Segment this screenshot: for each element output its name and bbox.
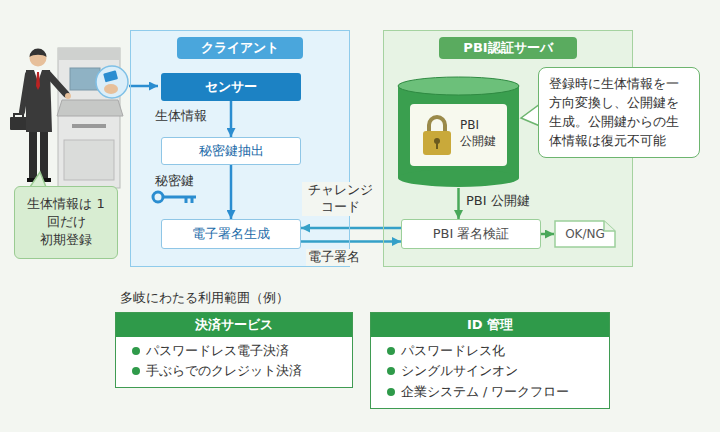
flow-arrow	[301, 227, 401, 230]
flow-arrow	[541, 233, 554, 236]
node-label: 電子署名生成	[192, 225, 270, 243]
result-document: OK/NG	[554, 220, 616, 248]
process-box: 電子署名生成	[161, 219, 301, 249]
cylinder-shape	[396, 76, 521, 188]
panel-heading: クライアント	[177, 37, 303, 59]
node-label: PBI 署名検証	[433, 225, 510, 243]
edge-label: チャレンジ コード	[302, 182, 378, 216]
list-heading: 決済サービス	[116, 313, 352, 337]
callout-tail	[30, 172, 46, 187]
node-label: PBI 公開鍵	[460, 118, 506, 149]
edge-label-box: 電子署名	[306, 246, 362, 266]
atm-machine	[72, 124, 106, 128]
lock-icon	[423, 117, 451, 155]
document-shape	[555, 221, 615, 247]
flow-arrow	[457, 188, 460, 219]
node-label: OK/NG	[565, 227, 605, 241]
hand-card-icon	[96, 66, 158, 98]
server-panel: PBI認証サーバPBI 公開鍵登録時に生体情報を一方向変換し、公開鍵を生成。公開…	[383, 30, 633, 267]
list-item: 企業システム / ワークフロー	[371, 382, 609, 403]
atm-machine	[64, 140, 114, 180]
panel-heading: PBI認証サーバ	[439, 37, 576, 59]
flow-arrow	[230, 165, 233, 219]
edge-label: 秘密鍵	[153, 173, 196, 190]
document-fold	[604, 221, 615, 231]
hand-card-icon	[129, 85, 158, 88]
person-figure	[48, 74, 66, 94]
database-cylinder: PBI 公開鍵	[396, 76, 521, 188]
edge-label-box: チャレンジ コード	[302, 182, 378, 216]
flow-arrow	[230, 101, 233, 137]
hand-card-icon	[104, 84, 118, 94]
node-label: 生体情報は 1 回だけ 初期登録	[25, 195, 107, 250]
usage-panel: ID 管理パスワードレス化シングルサインオン企業システム / ワークフロー	[370, 312, 610, 409]
note-callout: 生体情報は 1 回だけ 初期登録	[14, 186, 118, 259]
person-figure	[10, 117, 27, 130]
person-figure	[65, 93, 71, 99]
edge-label-box: 生体情報	[153, 105, 209, 125]
hand-card-icon	[96, 66, 128, 98]
person-figure	[30, 50, 47, 67]
person-figure	[22, 74, 28, 112]
edge-label-box: 秘密鍵	[153, 170, 196, 190]
cylinder-shape	[398, 77, 519, 187]
edge-label: 電子署名	[306, 249, 362, 266]
person-figure	[29, 128, 37, 180]
process-box: PBI 署名検証	[401, 219, 541, 249]
sensor-box: センサー	[161, 73, 301, 101]
node-label: 登録時に生体情報を一方向変換し、公開鍵を生成。公開鍵からの生体情報は復元不可能	[549, 75, 689, 150]
edge-label-box: PBI 公開鍵	[464, 190, 532, 210]
atm-machine	[70, 68, 100, 90]
key-icon	[153, 192, 196, 203]
person-figure	[10, 49, 71, 183]
atm-machine	[57, 100, 123, 116]
section-label: 多岐にわたる利用範囲（例）	[118, 290, 291, 307]
note-bubble: 登録時に生体情報を一方向変換し、公開鍵を生成。公開鍵からの生体情報は復元不可能	[538, 67, 700, 158]
usage-panel: 決済サービスパスワードレス電子決済手ぶらでのクレジット決済	[115, 312, 353, 388]
flow-arrow	[301, 240, 401, 243]
list-heading: ID 管理	[371, 313, 609, 337]
key-icon	[153, 192, 163, 202]
edge-label: PBI 公開鍵	[464, 193, 532, 210]
process-box: 秘密鍵抽出	[161, 137, 301, 165]
hand-card-icon	[103, 70, 118, 82]
client-panel: クライアントセンサー秘密鍵抽出電子署名生成	[130, 30, 350, 267]
panel-fill	[130, 30, 350, 267]
node-label: センサー	[205, 78, 257, 96]
person-figure	[36, 72, 40, 90]
person-figure	[40, 128, 48, 180]
list-item: 手ぶらでのクレジット決済	[116, 361, 352, 382]
key-icon	[163, 197, 196, 203]
list-item: パスワードレス電子決済	[116, 341, 352, 362]
edge-label: 生体情報	[153, 108, 209, 125]
atm-machine	[58, 48, 120, 60]
person-figure	[30, 49, 47, 58]
callout-tail	[30, 172, 46, 187]
list-item: パスワードレス化	[371, 341, 609, 362]
section-label-box: 多岐にわたる利用範囲（例）	[118, 290, 291, 307]
list-item: シングルサインオン	[371, 361, 609, 382]
node-label: 秘密鍵抽出	[199, 142, 264, 160]
